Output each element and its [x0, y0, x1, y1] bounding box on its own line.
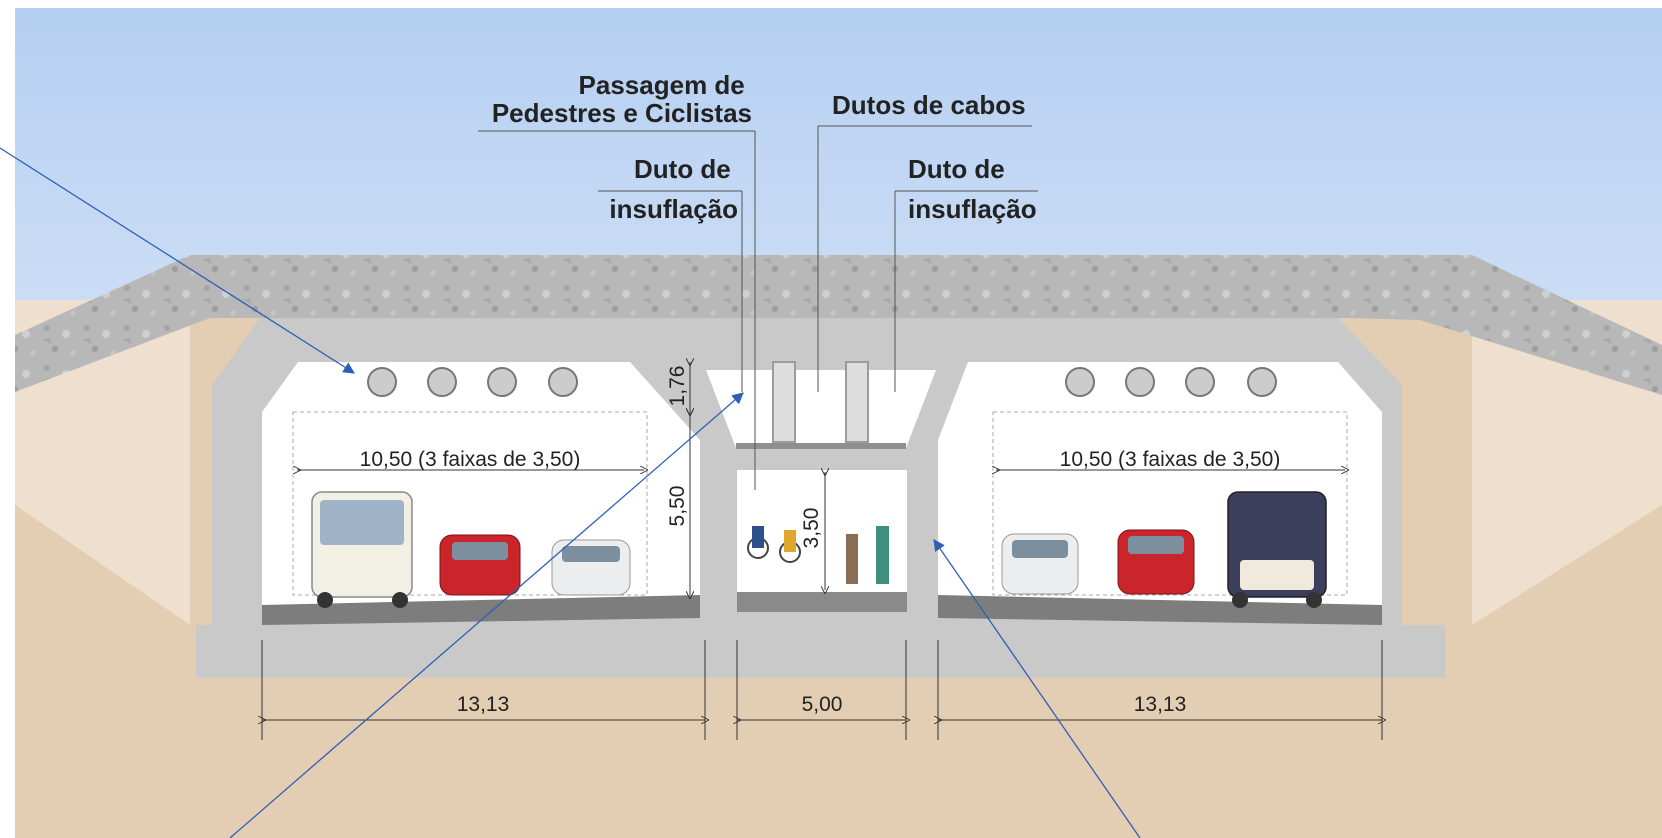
- central-duct-interior: [706, 370, 936, 448]
- right-vehicles: [1001, 491, 1327, 608]
- right-duct-label: Duto de insuflação: [908, 154, 1037, 224]
- right-clearance-envelope: [992, 411, 1348, 596]
- left-lanes-dimension: 10,50 (3 faixas de 3,50): [360, 448, 581, 471]
- passage-floor: [737, 592, 907, 612]
- arrow-to-separation-wall: [933, 539, 1141, 838]
- gravel-cover: [15, 255, 1662, 395]
- dimension-lines: [262, 362, 1382, 740]
- cable-trays: [772, 361, 869, 443]
- duct-height-dimension: 1,76: [666, 366, 689, 407]
- right-lanes-dimension: 10,50 (3 faixas de 3,50): [1060, 448, 1281, 471]
- arrow-to-jet-fans: [0, 147, 355, 374]
- left-duct-label: Duto de insuflação: [609, 154, 738, 224]
- cable-ducts-label: Dutos de cabos: [832, 90, 1026, 120]
- label-leader-lines: [478, 125, 1038, 490]
- fan-icon: [487, 367, 517, 397]
- soil-embankment-right: [1472, 300, 1662, 625]
- center-width-dimension: 5,00: [802, 693, 843, 716]
- pedestrian-icon: [846, 534, 858, 584]
- left-vehicles: [311, 491, 631, 608]
- fan-icon: [1125, 367, 1155, 397]
- left-jet-fans: [367, 367, 578, 397]
- left-width-dimension: 13,13: [457, 693, 510, 716]
- annotation-arrows: [0, 147, 1141, 838]
- fan-icon: [548, 367, 578, 397]
- road-clearance-dimension: 5,50: [666, 486, 689, 527]
- pedestrian-icon: [876, 526, 889, 584]
- passage-clearance-dimension: 3,50: [800, 508, 823, 549]
- fan-icon: [1185, 367, 1215, 397]
- fan-icon: [427, 367, 457, 397]
- fan-icon: [367, 367, 397, 397]
- pedestrian-passage-label: Passagem de Pedestres e Ciclistas: [492, 70, 752, 128]
- pedestrians-and-cyclists: [747, 526, 889, 584]
- left-road-surface: [262, 595, 700, 625]
- right-jet-fans: [1065, 367, 1277, 397]
- arrow-to-central-duct: [229, 392, 744, 838]
- fan-icon: [1065, 367, 1095, 397]
- soil-embankment-left: [15, 300, 190, 625]
- right-road-surface: [938, 595, 1382, 625]
- duct-slab: [736, 443, 906, 449]
- fan-icon: [1247, 367, 1277, 397]
- right-width-dimension: 13,13: [1134, 693, 1187, 716]
